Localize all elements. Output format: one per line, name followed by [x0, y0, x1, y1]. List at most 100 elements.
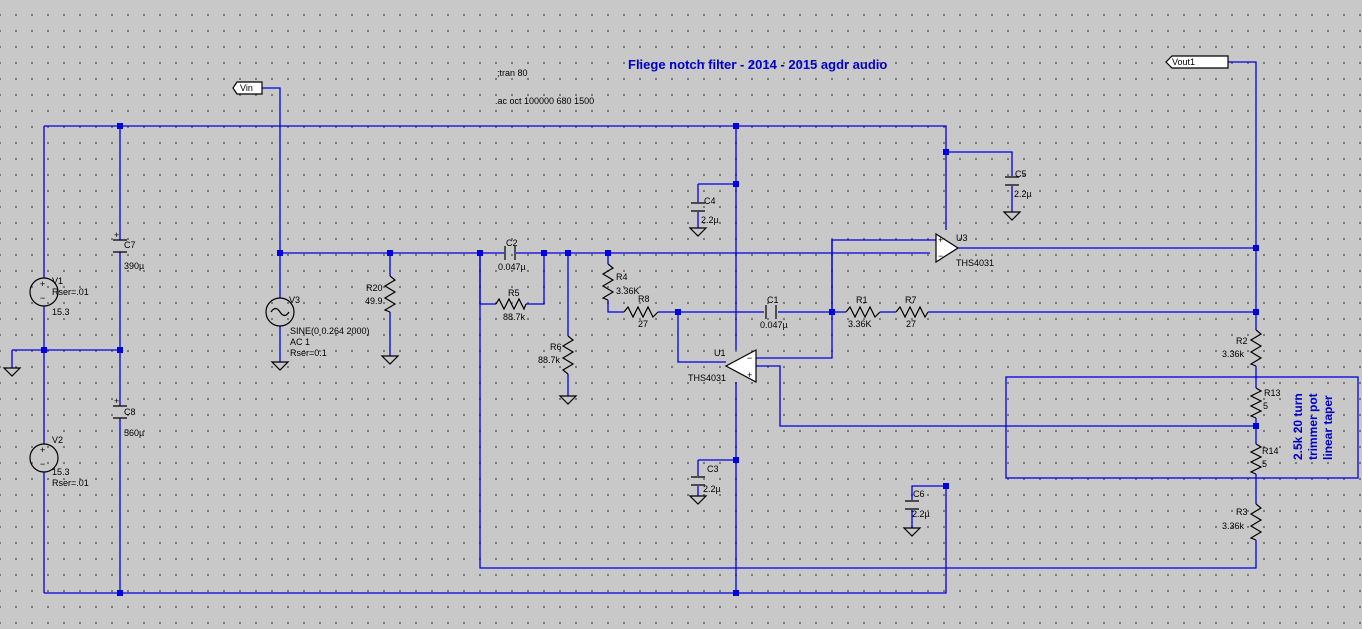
pot-note-line3: linear taper — [1321, 395, 1335, 460]
pot-note-line1: 2.5k 20 turn — [1291, 393, 1305, 460]
voltage-source-v1[interactable]: + − V1 Rser=.01 15.3 — [29, 276, 89, 317]
r13-value: 5 — [1263, 401, 1268, 411]
capacitor-c3[interactable]: C3 2.2µ — [691, 464, 721, 494]
trimmer-pot-note: 2.5k 20 turn trimmer pot linear taper — [1005, 376, 1359, 479]
svg-text:+: + — [40, 445, 45, 455]
u3-model: THS4031 — [956, 258, 994, 268]
v1-line2: 15.3 — [52, 307, 70, 317]
ground-icon — [2, 367, 22, 377]
r3-name: R3 — [1236, 507, 1248, 517]
opamp-u1[interactable]: − + U1 THS4031 — [688, 348, 757, 383]
opamp-u3[interactable]: + − U3 THS4031 — [935, 232, 994, 268]
voltage-source-v2[interactable]: + − V2 15.3 Rser=.01 — [29, 435, 89, 488]
ground-icon — [1002, 211, 1022, 221]
r4-name: R4 — [616, 272, 628, 282]
c7-value: 390µ — [124, 261, 144, 271]
v1-name: V1 — [52, 276, 63, 286]
v1-line1: Rser=.01 — [52, 287, 89, 297]
ground-icon — [380, 355, 400, 365]
r20-value: 49.9 — [365, 296, 383, 306]
c8-name: C8 — [124, 407, 136, 417]
r5-value: 88.7k — [503, 312, 526, 322]
resistor-r6[interactable]: R6 88.7k — [538, 335, 575, 375]
tran-directive[interactable]: ;tran 80 — [497, 68, 528, 78]
c1-value: 0.047µ — [760, 320, 788, 330]
page-title: Fliege notch filter - 2014 - 2015 agdr a… — [628, 57, 887, 72]
resistor-r14[interactable]: R14 5 — [1249, 443, 1279, 475]
r3-value: 3.36k — [1222, 521, 1245, 531]
resistor-r20[interactable]: R20 49.9 — [365, 275, 397, 313]
c7-name: C7 — [124, 240, 136, 250]
v3-line2: AC 1 — [290, 337, 310, 347]
wires — [11, 61, 1257, 594]
vin-label: Vin — [240, 83, 253, 93]
r1-value: 3.36K — [848, 319, 872, 329]
r7-value: 27 — [906, 319, 916, 329]
c1-name: C1 — [767, 295, 779, 305]
r14-name: R14 — [1262, 446, 1279, 456]
svg-text:+: + — [747, 370, 752, 380]
capacitor-c7[interactable]: + C7 390µ — [113, 230, 144, 271]
v2-line1: 15.3 — [52, 467, 70, 477]
v2-line2: Rser=.01 — [52, 478, 89, 488]
resistor-r2[interactable]: R2 3.36k — [1222, 329, 1263, 367]
r1-name: R1 — [856, 295, 868, 305]
ground-icon — [902, 527, 922, 537]
net-label-vin[interactable]: Vin — [232, 81, 263, 95]
r14-value: 5 — [1262, 459, 1267, 469]
svg-text:+: + — [114, 396, 119, 406]
v3-line3: Rser=0.1 — [290, 348, 327, 358]
svg-text:+: + — [40, 279, 45, 289]
r4-value: 3.36K — [616, 286, 640, 296]
resistor-r1[interactable]: R1 3.36K — [845, 295, 881, 329]
resistor-r5[interactable]: R5 88.7k — [495, 288, 527, 322]
c2-name: C2 — [506, 238, 518, 248]
c6-name: C6 — [913, 489, 925, 499]
r6-value: 88.7k — [538, 355, 561, 365]
ground-icon — [270, 361, 290, 371]
r8-value: 27 — [638, 319, 648, 329]
ac-directive[interactable]: .ac oct 100000 680 1500 — [495, 96, 594, 106]
c4-value: 2.2µ — [701, 215, 719, 225]
c5-value: 2.2µ — [1014, 189, 1032, 199]
c8-value: 560µ — [124, 428, 144, 438]
c3-name: C3 — [707, 464, 719, 474]
svg-text:−: − — [938, 251, 943, 261]
net-label-vout1[interactable]: Vout1 — [1165, 55, 1229, 69]
r2-value: 3.36k — [1222, 349, 1245, 359]
resistor-r7[interactable]: R7 27 — [895, 295, 929, 329]
ground-icon — [558, 395, 578, 405]
svg-text:−: − — [40, 459, 45, 469]
capacitor-c2[interactable]: C2 0.047µ — [498, 238, 526, 272]
capacitor-c5[interactable]: C5 2.2µ — [1005, 169, 1032, 199]
v2-name: V2 — [52, 435, 63, 445]
pot-note-line2: trimmer pot — [1306, 393, 1320, 460]
capacitor-c6[interactable]: C6 2.2µ — [905, 489, 930, 519]
resistor-r3[interactable]: R3 3.36k — [1222, 503, 1263, 541]
r20-name: R20 — [366, 283, 383, 293]
voltage-source-v3[interactable]: V3 SINE(0 0.264 2000) AC 1 Rser=0.1 — [265, 295, 370, 358]
c5-name: C5 — [1015, 169, 1027, 179]
r5-name: R5 — [508, 288, 520, 298]
svg-text:−: − — [747, 353, 752, 363]
sine-icon — [270, 307, 290, 317]
capacitor-c1[interactable]: C1 0.047µ — [760, 295, 788, 330]
v3-name: V3 — [289, 295, 300, 305]
capacitor-c8[interactable]: + C8 560µ — [113, 396, 144, 438]
resistor-r4[interactable]: R4 3.36K — [601, 263, 640, 301]
c3-value: 2.2µ — [703, 484, 721, 494]
ground-icon — [688, 495, 708, 505]
resistor-r8[interactable]: R8 27 — [623, 294, 659, 329]
r6-name: R6 — [550, 342, 562, 352]
r8-name: R8 — [638, 294, 650, 304]
c4-name: C4 — [704, 196, 716, 206]
r13-name: R13 — [1264, 388, 1281, 398]
capacitor-c4[interactable]: C4 2.2µ — [691, 196, 719, 225]
ground-symbols — [2, 211, 1022, 537]
junctions — [41, 123, 1259, 596]
resistor-r13[interactable]: R13 5 — [1249, 387, 1281, 419]
c6-value: 2.2µ — [912, 509, 930, 519]
r7-name: R7 — [905, 295, 917, 305]
svg-text:+: + — [114, 230, 119, 240]
ground-icon — [688, 227, 708, 237]
